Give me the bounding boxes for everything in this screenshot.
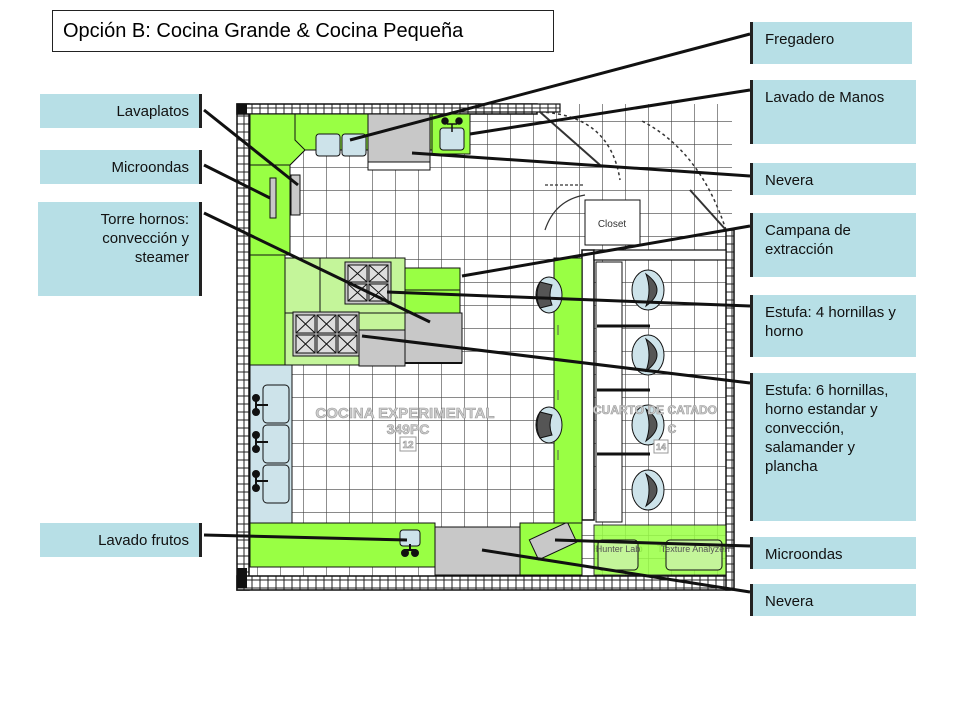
tasting-counter (595, 261, 623, 523)
closet-door-swing (544, 194, 586, 231)
kitchen-number: 12 (402, 440, 414, 451)
hunter-lab-text: Hunter Lab (596, 544, 641, 554)
door-top-swing (539, 111, 621, 181)
label-lavaplatos: Lavaplatos (40, 94, 202, 128)
texture-analyzer-text: Texture Analyzer (661, 544, 728, 554)
page-title: Opción B: Cocina Grande & Cocina Pequeña (52, 10, 554, 52)
closet-label: Closet (598, 219, 627, 230)
label-estufa-6: Estufa: 6 hornillas, horno estandar y co… (750, 373, 916, 521)
label-lavado-manos: Lavado de Manos (750, 80, 916, 144)
door-right-swing (639, 119, 727, 231)
tasting-number: 14 (656, 442, 666, 452)
wall-top-right (459, 103, 561, 113)
kitchen-code: 349PC (387, 421, 430, 437)
wall-left (236, 103, 250, 591)
estufa-6-hornillas (292, 311, 406, 367)
label-nevera-bottom: Nevera (750, 584, 916, 616)
closet (584, 199, 641, 246)
label-fregadero: Fregadero (750, 22, 912, 64)
label-lavado-frutos: Lavado frutos (40, 523, 202, 557)
label-estufa-4: Estufa: 4 hornillas y horno (750, 295, 916, 357)
leader-lines (203, 32, 751, 594)
microondas-left (269, 177, 277, 219)
label-microondas-right: Microondas (750, 537, 916, 569)
tasting-name: CUARTO DE CATADO (593, 403, 717, 417)
microondas-right (528, 521, 578, 561)
kitchen-name: COCINA EXPERIMENTAL (315, 405, 494, 422)
label-nevera-top: Nevera (750, 163, 916, 195)
nevera-bottom (434, 526, 521, 576)
torre-hornos (404, 312, 463, 364)
campana-extraccion (404, 267, 461, 291)
fregadero (315, 133, 341, 157)
faucet-icon-bottom (401, 544, 419, 557)
tasting-code: C (668, 422, 677, 436)
wall-right (725, 229, 735, 591)
stools-kitchen (535, 276, 563, 444)
label-microondas-left: Microondas (40, 150, 202, 184)
stools-tasting (631, 269, 665, 511)
faucet-icon-left (252, 394, 268, 492)
faucet-icon-top (441, 117, 463, 132)
partition-wall (581, 249, 595, 521)
label-campana: Campana de extracción (750, 213, 916, 277)
estufa-4-hornillas (344, 261, 392, 305)
label-torre-hornos: Torre hornos: convección y steamer (38, 202, 202, 296)
lavaplatos (290, 174, 301, 216)
